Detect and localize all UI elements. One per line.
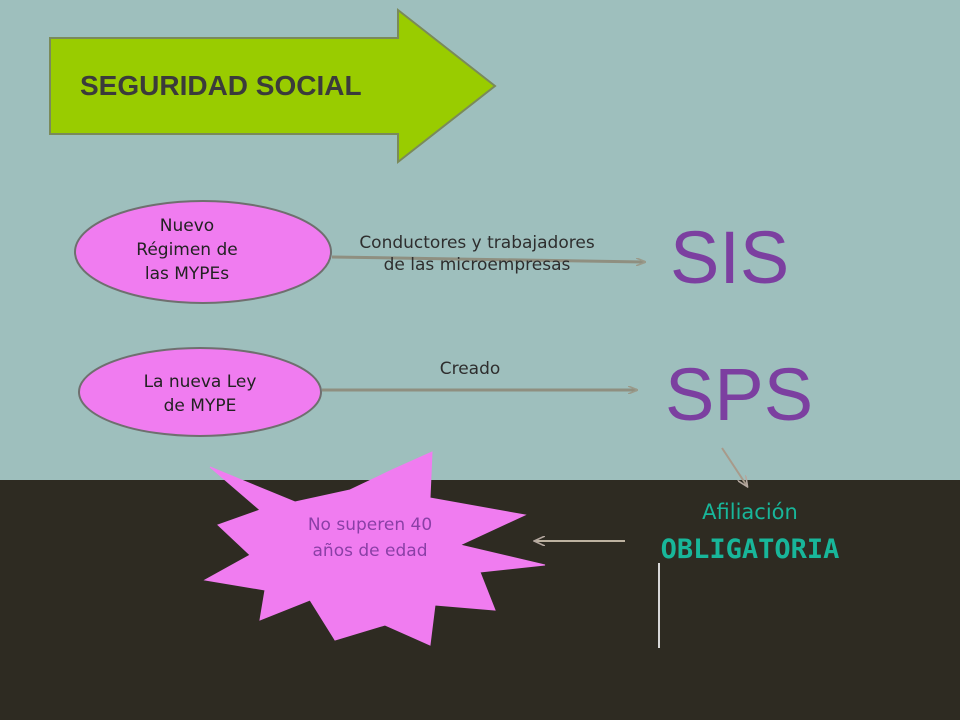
node-regimen-label: Nuevo Régimen de las MYPEs xyxy=(136,216,238,284)
node-edad-label: No superen 40 años de edad xyxy=(307,515,433,561)
node-sps-label: SPS xyxy=(665,353,814,436)
node-obligatoria-label: OBLIGATORIA xyxy=(660,534,840,565)
arrow-regimen-sis xyxy=(331,255,645,262)
title-block-arrow xyxy=(49,7,497,165)
node-afiliacion-label: Afiliación xyxy=(702,500,798,524)
connector-conductores-label: Conductores y trabajadores de las microe… xyxy=(359,233,595,275)
connector-creado-label: Creado xyxy=(439,359,501,379)
node-sis-label: SIS xyxy=(670,216,790,299)
ellipse-ley xyxy=(78,347,322,437)
title-text: SEGURIDAD SOCIAL xyxy=(80,70,362,101)
ellipse-regimen xyxy=(74,200,332,304)
arrow-sps-afiliacion xyxy=(721,447,747,486)
node-ley-label: La nueva Ley de MYPE xyxy=(143,372,257,416)
starburst-edad xyxy=(203,451,546,646)
